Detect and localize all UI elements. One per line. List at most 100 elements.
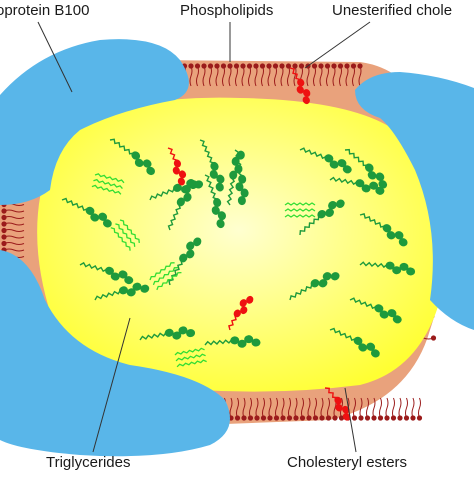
cholesteryl-ester: [349, 297, 402, 324]
phospholipid: [364, 397, 371, 421]
phospholipid: [397, 397, 403, 421]
phospholipid: [299, 397, 306, 421]
cholesteryl-ester: [204, 335, 261, 348]
cholesteryl-ester: [139, 326, 196, 341]
lipid-core: [37, 97, 441, 392]
phospholipid: [272, 63, 279, 87]
phospholipid: [234, 397, 241, 421]
triglyceride: [284, 202, 316, 218]
triglyceride: [91, 173, 125, 195]
leader-apolipoprotein: [37, 21, 73, 93]
free-cholesterol: [167, 147, 187, 186]
cholesteryl-ester: [199, 139, 225, 192]
phospholipid: [1, 221, 25, 227]
phospholipid: [247, 397, 254, 421]
phospholipid: [350, 63, 357, 87]
phospholipid: [254, 397, 260, 421]
cholesteryl-ester: [167, 180, 198, 231]
phospholipid: [318, 63, 324, 87]
triglyceride: [174, 347, 207, 368]
cholesteryl-ester: [204, 174, 226, 229]
phospholipid: [337, 63, 344, 87]
phospholipid: [1, 227, 25, 234]
phospholipid: [285, 63, 292, 87]
phospholipid: [279, 63, 285, 87]
phospholipid: [410, 397, 416, 421]
phospholipid: [201, 63, 207, 87]
phospholipid: [267, 397, 273, 421]
phospholipid: [260, 397, 267, 421]
apolipoprotein-b100-lower-left: [0, 250, 230, 457]
phospholipid: [220, 63, 227, 87]
phospholipid: [266, 63, 272, 87]
phospholipid: [240, 63, 246, 87]
phospholipid: [384, 397, 390, 421]
phospholipid: [280, 397, 286, 421]
phospholipid: [286, 397, 293, 421]
phospholipid: [292, 63, 298, 87]
phospholipids-label: Phospholipids: [180, 2, 274, 19]
core-molecules: [61, 138, 416, 368]
phospholipid: [371, 397, 377, 421]
cholesteryl-ester: [359, 261, 416, 276]
phospholipid: [1, 234, 25, 240]
cholesteryl-ester: [109, 138, 155, 176]
phospholipid: [319, 397, 325, 421]
phospholipid: [188, 63, 194, 87]
phospholipid: [357, 63, 363, 87]
triglyceride: [149, 262, 182, 291]
phospholipid: [1, 240, 25, 247]
phospholipid: [403, 397, 410, 421]
phospholipid: [207, 63, 214, 87]
phospholipid: [325, 397, 332, 421]
phospholipid: [1, 214, 25, 221]
phospholipid: [344, 63, 350, 87]
phospholipid: [253, 63, 259, 87]
cholesteryl-ester: [344, 148, 388, 189]
apolipoprotein-b100-upper-left: [0, 39, 189, 205]
phospholipid: [390, 397, 397, 421]
phospholipid: [311, 63, 318, 87]
phospholipid: [1, 208, 25, 214]
cholesteryl-ester: [289, 272, 340, 301]
triglyceride: [110, 219, 140, 251]
phospholipid: [227, 63, 233, 87]
phospholipid: [312, 397, 319, 421]
leader-cholesteryl-esters: [344, 387, 357, 453]
apolipoprotein-b100-right: [355, 72, 474, 330]
unesterified-cholesterol-group: [167, 67, 351, 421]
phospholipid: [306, 397, 312, 421]
phospholipid: [233, 63, 240, 87]
leader-lines: [37, 21, 371, 453]
cholesteryl-ester: [329, 327, 380, 358]
cholesteryl-ester: [299, 147, 352, 174]
free-cholesterol: [324, 387, 351, 421]
phospholipid: [259, 63, 266, 87]
cholesteryl-ester: [79, 261, 134, 285]
phospholipid: [351, 397, 358, 421]
free-cholesterol: [289, 67, 311, 105]
phospholipid: [273, 397, 280, 421]
cholesteryl-esters-label: Cholesteryl esters: [287, 454, 408, 471]
apolipoprotein-label: oprotein B100: [0, 2, 90, 19]
cholesteryl-ester: [226, 150, 245, 206]
leader-unesterified: [304, 21, 371, 69]
cholesteryl-ester: [61, 197, 112, 228]
phospholipid: [416, 397, 423, 421]
phospholipid: [214, 63, 220, 87]
cholesteryl-ester: [94, 282, 150, 301]
phospholipid: [377, 397, 384, 421]
phospholipid: [324, 63, 331, 87]
phospholipid: [331, 63, 337, 87]
phospholipid: [194, 63, 201, 87]
leader-triglycerides: [92, 317, 131, 453]
cholesteryl-ester: [168, 237, 202, 286]
phospholipid: [358, 397, 364, 421]
phospholipid: [293, 397, 299, 421]
phospholipid: [246, 63, 253, 87]
phospholipid: [241, 397, 247, 421]
unesterified-cholesterol-label: Unesterified chole: [332, 2, 453, 19]
cholesteryl-ester: [299, 199, 345, 236]
